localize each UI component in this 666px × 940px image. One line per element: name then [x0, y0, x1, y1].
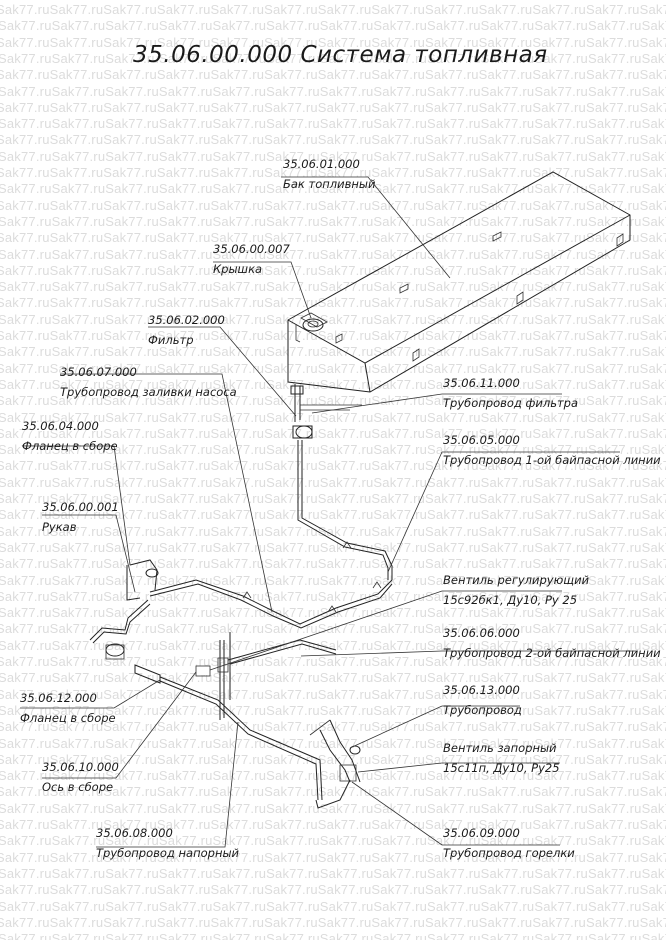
label-name: Трубопровод фильтра [443, 396, 579, 410]
label-name: Трубопровод [443, 703, 522, 717]
fuel-tank-shape [287, 171, 631, 393]
label-name: Рукав [42, 520, 77, 534]
label-code: 35.06.12.000 [20, 691, 97, 705]
label-fuel-tank: 35.06.01.000 Бак топливный [283, 157, 375, 191]
label-code: 35.06.00.007 [213, 242, 290, 256]
label-bypass-1-pipe: 35.06.05.000 Трубопровод 1-ой байпасной … [443, 433, 661, 467]
drawing-title: 35.06.00.000 Система топливная [133, 42, 548, 68]
label-flange-assembly-1: 35.06.04.000 Фланец в сборе [22, 419, 118, 453]
label-name: Фильтр [148, 333, 194, 347]
label-name: Крышка [213, 262, 263, 276]
label-code: 35.06.00.001 [42, 500, 119, 514]
label-code: 35.06.09.000 [443, 826, 520, 840]
label-code: 35.06.11.000 [443, 376, 520, 390]
label-burner-pipe: 35.06.09.000 Трубопровод горелки [443, 826, 575, 860]
label-regulating-valve: Вентиль регулирующий 15с92бк1, Ду10, Ру … [443, 573, 589, 607]
label-shutoff-valve: Вентиль запорный 15с11п, Ду10, Ру25 [443, 741, 560, 775]
label-cap: 35.06.00.007 Крышка [213, 242, 290, 276]
label-name: Трубопровод 1-ой байпасной линии [443, 453, 661, 467]
label-flange-assembly-2: 35.06.12.000 Фланец в сборе [20, 691, 116, 725]
label-hose: 35.06.00.001 Рукав [42, 500, 119, 534]
label-name: Трубопровод напорный [96, 846, 240, 860]
label-pipe: 35.06.13.000 Трубопровод [443, 683, 522, 717]
label-code: 35.06.05.000 [443, 433, 520, 447]
label-code: 35.06.07.000 [60, 365, 137, 379]
label-axle-assembly: 35.06.10.000 Ось в сборе [42, 760, 119, 794]
label-name: Трубопровод заливки насоса [60, 385, 237, 399]
filter-shape [290, 384, 362, 439]
label-name: Фланец в сборе [20, 711, 116, 725]
label-name: Фланец в сборе [22, 439, 118, 453]
leader-lines [20, 176, 636, 848]
label-name: 15с92бк1, Ду10, Ру 25 [443, 593, 578, 607]
label-bypass-2-pipe: 35.06.06.000 Трубопровод 2-ой байпасной … [443, 626, 661, 660]
label-name: Ось в сборе [42, 780, 114, 794]
label-code: Вентиль запорный [443, 741, 557, 755]
label-code: 35.06.02.000 [148, 313, 225, 327]
label-code: 35.06.06.000 [443, 626, 520, 640]
label-pump-fill-pipe: 35.06.07.000 Трубопровод заливки насоса [60, 365, 237, 399]
label-name: Трубопровод горелки [443, 846, 575, 860]
label-filter: 35.06.02.000 Фильтр [148, 313, 225, 347]
label-pressure-pipe: 35.06.08.000 Трубопровод напорный [96, 826, 239, 860]
label-code: 35.06.13.000 [443, 683, 520, 697]
label-code: 35.06.04.000 [22, 419, 99, 433]
label-code: 35.06.10.000 [42, 760, 119, 774]
label-name: Трубопровод 2-ой байпасной линии [443, 646, 661, 660]
label-code: Вентиль регулирующий [443, 573, 590, 587]
pipe-network [89, 440, 393, 809]
label-code: 35.06.08.000 [96, 826, 173, 840]
label-name: 15с11п, Ду10, Ру25 [443, 761, 560, 775]
label-filter-pipe: 35.06.11.000 Трубопровод фильтра [443, 376, 578, 410]
label-name: Бак топливный [283, 177, 376, 191]
label-code: 35.06.01.000 [283, 157, 360, 171]
